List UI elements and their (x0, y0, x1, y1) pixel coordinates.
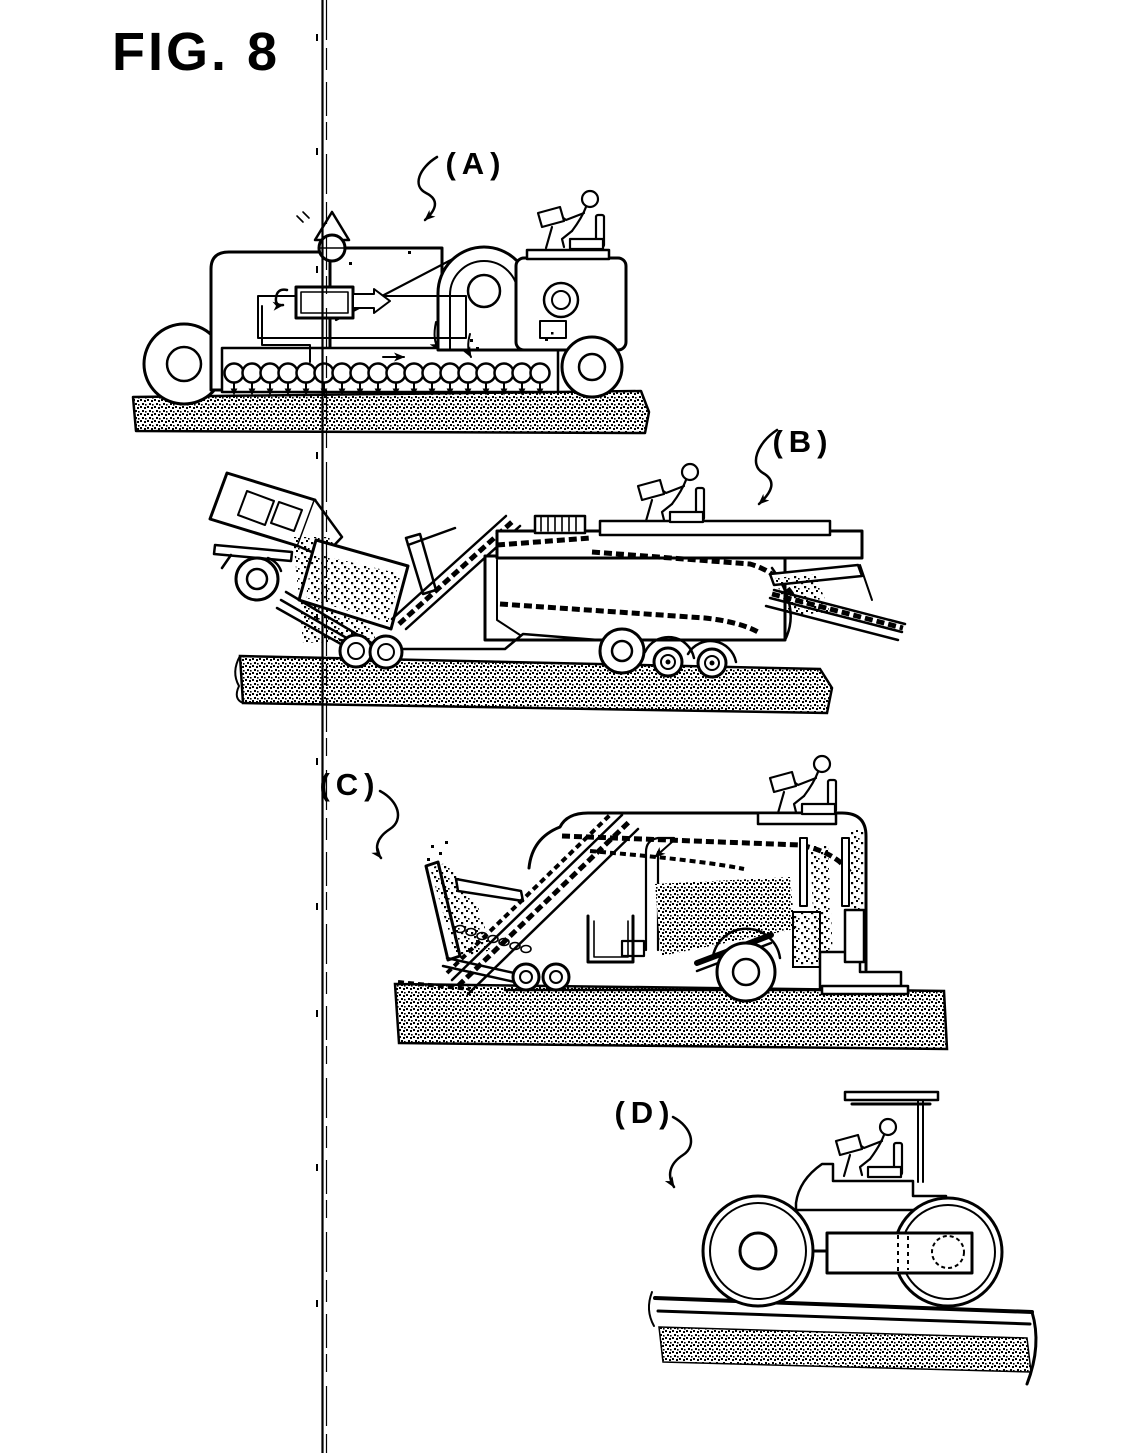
elevating-conveyor-c (445, 811, 640, 996)
panel-b-label: (B) (772, 424, 833, 459)
canopy-d (843, 1090, 940, 1183)
body-b (483, 514, 864, 642)
machine-a (131, 189, 651, 435)
body-d (794, 1162, 948, 1212)
piping-details-a (257, 251, 554, 363)
panel-c-label: (C) (319, 767, 380, 802)
machine-d (648, 1090, 1038, 1386)
panel-d: (D) (614, 1090, 1038, 1386)
panel-a: (A) (131, 146, 651, 435)
operator-a (536, 189, 606, 251)
front-drum (701, 1194, 815, 1308)
operator-d (834, 1117, 904, 1179)
panel-c-leader-arrow (371, 789, 400, 860)
machine-c (393, 754, 949, 1051)
undercarriage-c (511, 927, 782, 1003)
panel-b: (B) (208, 424, 907, 715)
panel-c: (C) (319, 754, 949, 1051)
front-wheel-a (560, 335, 624, 399)
panel-a-leader-arrow (417, 155, 439, 222)
panel-b-leader-arrow (754, 428, 779, 506)
figure-title: FIG. 8 (112, 22, 280, 82)
panel-d-leader-arrow (664, 1115, 693, 1189)
operator-b (636, 462, 706, 524)
discharge-screed-b (764, 563, 907, 642)
machine-b (208, 462, 907, 715)
operator-platform-a (525, 248, 611, 261)
ground-b (234, 654, 834, 715)
panel-a-label: (A) (445, 146, 506, 181)
undercarriage-b (338, 627, 762, 679)
ground-a (131, 389, 651, 435)
operator-platform-c (756, 811, 838, 826)
operator-c (768, 754, 838, 816)
rear-body-a (514, 256, 628, 352)
rear-screed-c (792, 908, 910, 996)
axle-housing-d (825, 1231, 974, 1275)
ground-d (648, 1291, 1038, 1386)
panel-d-label: (D) (614, 1095, 675, 1130)
page-fold-line (316, 0, 328, 1453)
